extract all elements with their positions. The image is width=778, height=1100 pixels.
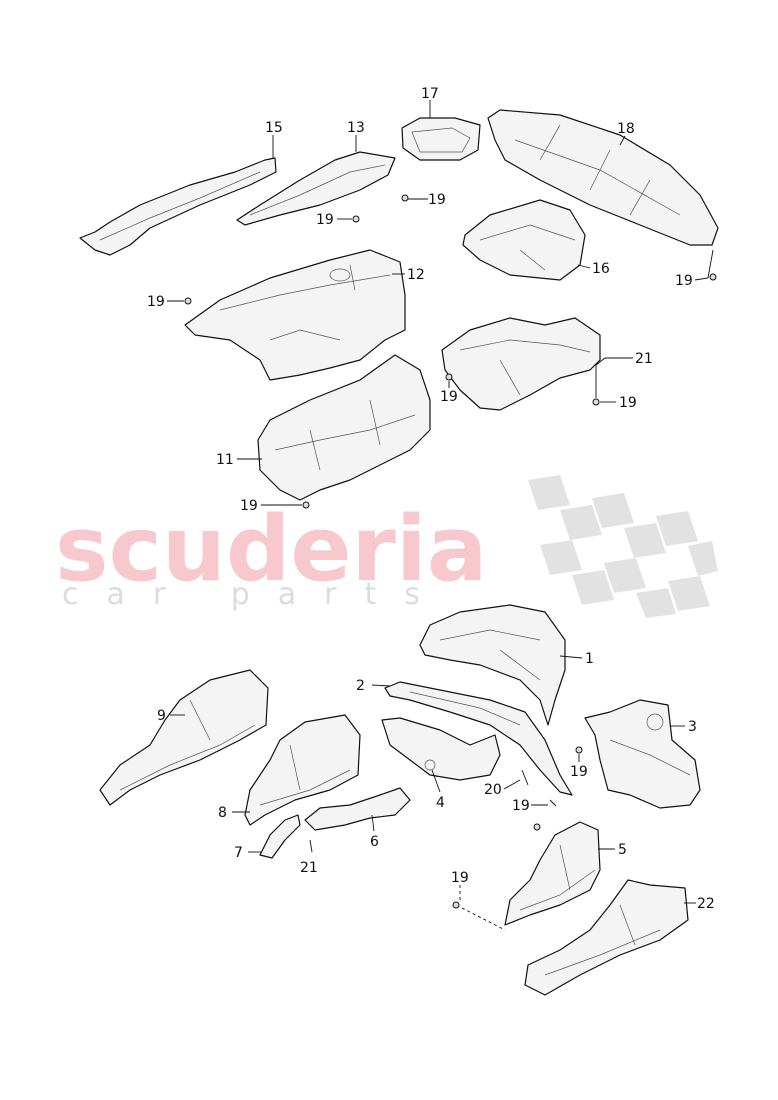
callout-8: 8 <box>218 805 227 821</box>
checkered-flag-logo <box>528 475 718 618</box>
callout-20: 20 <box>484 782 502 798</box>
part-1 <box>419 604 566 726</box>
callout-19: 19 <box>428 192 446 208</box>
part-17 <box>401 117 481 161</box>
part-18 <box>487 109 719 246</box>
callout-19: 19 <box>316 212 334 228</box>
callout-16: 16 <box>592 261 610 277</box>
leader-lines <box>167 100 714 931</box>
callout-6: 6 <box>370 834 379 850</box>
callout-5: 5 <box>618 842 627 858</box>
callout-12: 12 <box>407 267 425 283</box>
part-21-shield <box>441 317 601 411</box>
part-4 <box>381 717 501 781</box>
callout-18: 18 <box>617 121 635 137</box>
callout-19: 19 <box>570 764 588 780</box>
part-15 <box>79 157 277 256</box>
callout-17: 17 <box>421 86 439 102</box>
callout-2: 2 <box>356 678 365 694</box>
callout-22: 22 <box>697 896 715 912</box>
callout-19: 19 <box>675 273 693 289</box>
watermark-subtitle: car parts <box>62 577 448 612</box>
part-22 <box>524 879 689 996</box>
callout-7: 7 <box>234 845 243 861</box>
part-3 <box>584 699 701 809</box>
callout-19: 19 <box>440 389 458 405</box>
part-13 <box>236 151 396 226</box>
part-7 <box>259 814 301 859</box>
callout-21: 21 <box>300 860 318 876</box>
part-9 <box>99 669 269 806</box>
callout-4: 4 <box>436 795 445 811</box>
watermark: scuderia car parts <box>55 475 718 618</box>
callout-1: 1 <box>585 651 594 667</box>
callout-19: 19 <box>147 294 165 310</box>
callout-9: 9 <box>157 708 166 724</box>
callout-labels: 15 13 17 18 19 19 12 16 19 19 21 19 19 1… <box>147 86 715 912</box>
part-2 <box>384 681 573 796</box>
callout-13: 13 <box>347 120 365 136</box>
fasteners <box>184 194 717 909</box>
callout-19: 19 <box>512 798 530 814</box>
callout-19: 19 <box>451 870 469 886</box>
callout-19: 19 <box>619 395 637 411</box>
part-16 <box>462 199 586 281</box>
callout-19: 19 <box>240 498 258 514</box>
part-6 <box>304 787 411 831</box>
part-5 <box>504 821 601 926</box>
part-11 <box>257 354 431 501</box>
callout-15: 15 <box>265 120 283 136</box>
part-12 <box>184 249 406 381</box>
callout-11: 11 <box>216 452 234 468</box>
part-8 <box>244 714 361 826</box>
watermark-brand: scuderia <box>55 497 487 602</box>
callout-3: 3 <box>688 719 697 735</box>
callout-21: 21 <box>635 351 653 367</box>
